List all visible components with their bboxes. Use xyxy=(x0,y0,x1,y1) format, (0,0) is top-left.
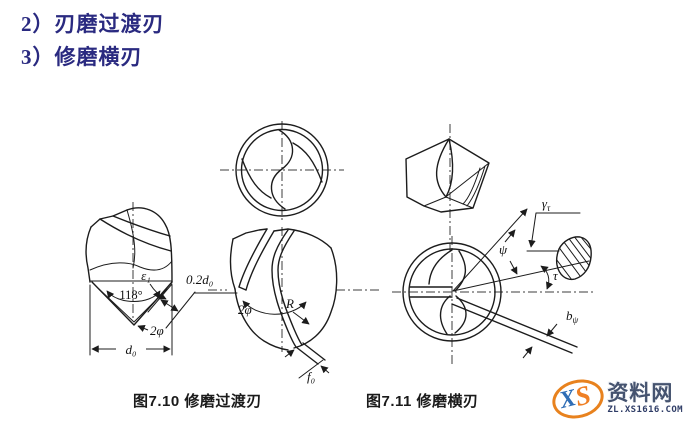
label-epsilon1: ε₁ xyxy=(141,268,151,283)
flute-curve xyxy=(126,209,136,269)
label-gamma-tau: γτ xyxy=(542,196,551,213)
twophi-leader-arrow xyxy=(137,325,149,332)
land-curve xyxy=(292,142,323,183)
angle-arc-2phi xyxy=(242,300,307,315)
margin-curve xyxy=(466,165,486,207)
fig711-end-view: ψ τ γτ bψ xyxy=(392,196,593,366)
heading-grind-chisel-edge: 3）修磨横刃 xyxy=(21,45,143,69)
fig711-point-view xyxy=(405,124,490,252)
figure-711-caption: 图7.11 修磨横刃 xyxy=(366,393,479,410)
tip-outline xyxy=(229,238,236,290)
label-radius: R xyxy=(285,296,294,311)
flute-band-cap xyxy=(238,286,247,291)
watermark-site-name: 资料网 xyxy=(607,382,674,405)
bpsi-dim-arrow xyxy=(546,323,558,337)
section-headings: 2）刃磨过渡刃 3）修磨横刃 xyxy=(21,8,165,74)
tip-outline xyxy=(273,228,332,249)
margin-curve xyxy=(462,167,481,205)
facet-line xyxy=(445,196,474,209)
label-2phi-end: 2φ xyxy=(238,302,252,317)
fig710-end-view xyxy=(220,121,344,222)
flute-curve xyxy=(454,250,466,292)
land-curve xyxy=(241,158,272,199)
label-0-2d0: 0.2d₀ xyxy=(186,272,213,287)
gamma-leader-arrow xyxy=(528,212,537,248)
epsilon-leader-arrow xyxy=(149,283,167,300)
f0-band-line xyxy=(302,342,326,361)
drill-inner-circle xyxy=(240,128,324,212)
heading-grind-transition-edge: 2）刃磨过渡刃 xyxy=(21,12,165,36)
figure-710-caption: 图7.10 修磨过渡刃 xyxy=(133,393,262,410)
drill-outer-circle xyxy=(235,123,329,217)
leader-line xyxy=(298,359,324,379)
fig710-side-view: 118° ε₁ 2φ 0.2d₀ d₀ xyxy=(85,202,238,357)
tip-outline xyxy=(232,228,268,240)
drill-inner-circle xyxy=(408,248,496,336)
f0-band-line xyxy=(295,346,319,365)
tip-outline xyxy=(234,288,289,351)
transition-edge-line xyxy=(147,283,173,313)
bpsi-band-line xyxy=(456,297,578,348)
facet-line xyxy=(423,196,447,207)
flute-curve xyxy=(112,215,171,237)
lip-curve xyxy=(89,260,173,271)
drill-body-outline xyxy=(85,226,92,283)
radius-leader-arrow xyxy=(292,311,310,325)
psi-angle-arrow xyxy=(504,229,516,243)
label-118deg: 118° xyxy=(119,288,142,302)
label-b-psi: bψ xyxy=(566,308,579,325)
bpsi-dim-arrow xyxy=(522,346,533,359)
flute-curve xyxy=(428,249,453,285)
site-watermark: X S 资料网 ZL.XS1616.COM xyxy=(548,373,683,425)
label-d0: d₀ xyxy=(125,342,136,357)
flute-band-line xyxy=(245,230,275,291)
label-tau: τ xyxy=(553,268,559,283)
label-2phi: 2φ xyxy=(150,323,164,338)
watermark-site-url: ZL.XS1616.COM xyxy=(607,405,683,415)
central-flute-line xyxy=(277,230,303,346)
f0-dim-arrow xyxy=(284,349,295,358)
drill-body-outline xyxy=(90,209,128,228)
drill-body-outline xyxy=(126,207,173,283)
inner-cone-line xyxy=(98,288,168,323)
flute-band-line xyxy=(238,228,268,288)
transition-width-arrow xyxy=(160,299,179,312)
chisel-s-curve xyxy=(270,129,294,210)
angle-arc-118 xyxy=(106,290,161,302)
psi-angle-arrow xyxy=(509,260,518,275)
facet-line xyxy=(446,162,490,197)
label-psi: ψ xyxy=(499,242,508,257)
label-f0: f₀ xyxy=(307,369,315,384)
flute-curve xyxy=(439,295,451,335)
flute-face-curve xyxy=(445,138,454,198)
tau-reference-line xyxy=(452,260,590,292)
tip-outline xyxy=(293,247,338,349)
xs-logo-icon: X S xyxy=(548,374,609,424)
bpsi-band-line xyxy=(451,303,573,354)
drill-outer-circle xyxy=(402,242,502,342)
psi-reference-line xyxy=(452,208,528,292)
f0-dim-arrow xyxy=(320,365,330,374)
flute-face-curve xyxy=(435,138,450,198)
fig710-tip-view: 2φ R f₀ xyxy=(208,227,379,384)
tau-angle-arc xyxy=(540,265,553,290)
chisel-section-outline xyxy=(555,236,592,281)
flute-curve xyxy=(99,218,172,252)
point-outline xyxy=(405,138,490,213)
transition-edge-line xyxy=(165,291,196,329)
watermark-text: 资料网 ZL.XS1616.COM xyxy=(607,383,683,415)
